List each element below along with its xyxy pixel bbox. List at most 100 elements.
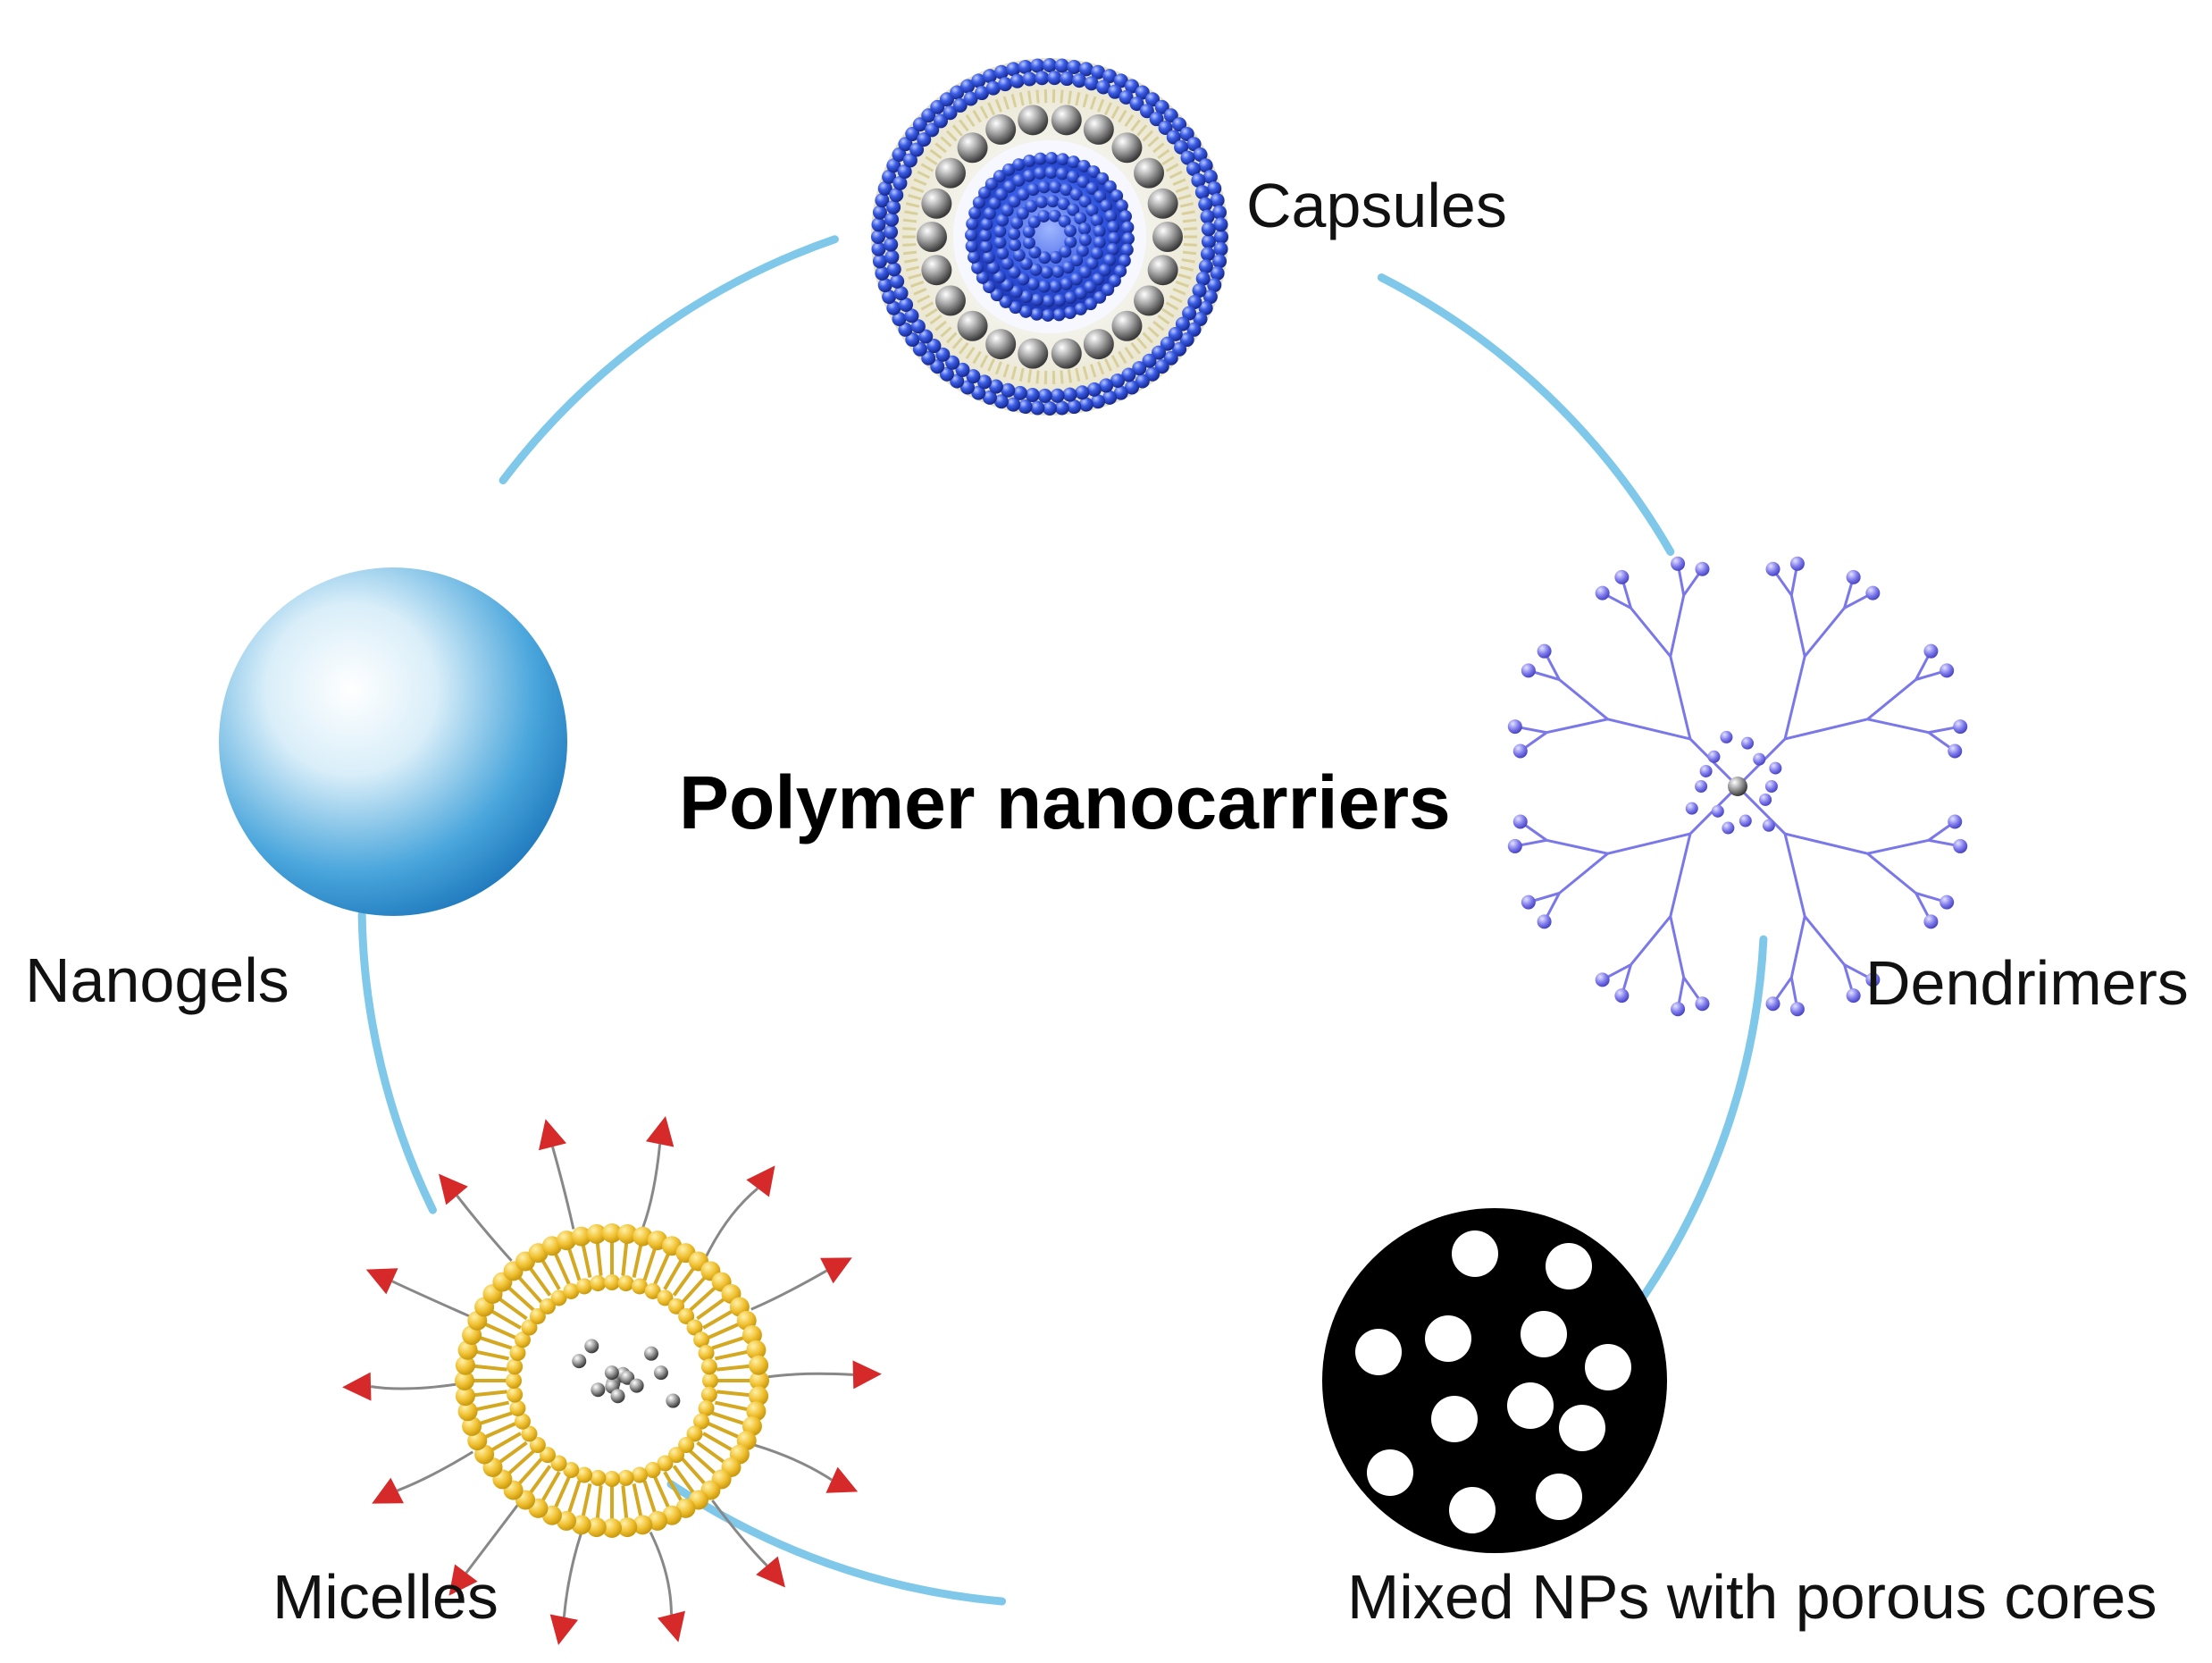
capsule-core-bead <box>1045 152 1058 164</box>
dendrimer-bond <box>1671 595 1684 656</box>
micelle-drug <box>591 1382 605 1397</box>
porous-hole <box>1585 1344 1631 1390</box>
ring-arc-0 <box>1381 278 1670 552</box>
label-dendrimers: Dendrimers <box>1865 952 2189 1014</box>
capsule-outer-bead <box>998 77 1012 91</box>
micelle-drug <box>630 1379 644 1393</box>
capsule-core-bead <box>1050 251 1062 264</box>
capsule-core-bead <box>1052 308 1065 321</box>
micelle-tether <box>751 1271 827 1309</box>
dendrimer-bead <box>1865 586 1880 601</box>
dendrimer-bond <box>1791 916 1805 977</box>
micelle-tether <box>457 1196 512 1261</box>
dendrimer-bead <box>1953 719 1967 734</box>
capsule-core-bead <box>971 262 984 274</box>
micelle-arrow-head <box>550 1614 578 1645</box>
micelle-tail <box>715 1403 750 1410</box>
dendrimer-bond <box>1805 916 1844 964</box>
capsule-core-bead <box>1079 233 1092 246</box>
capsule-outer-bead <box>1072 73 1086 88</box>
micelle-arrow-head <box>746 1165 775 1197</box>
dendrimer-bead <box>1700 765 1713 777</box>
capsule-outer-bead <box>1022 71 1036 86</box>
micelle-inner-head <box>701 1387 717 1403</box>
dendrimer-bead <box>1753 753 1765 766</box>
micelle-inner-head <box>632 1467 648 1483</box>
capsule-core-bead <box>1122 232 1135 245</box>
micelle-tail <box>483 1323 516 1338</box>
micelle-tail <box>634 1242 641 1277</box>
capsule-gray-bead <box>1148 189 1178 219</box>
dendrimer-bead <box>1766 996 1780 1011</box>
capsule-gray-bead <box>1134 158 1164 189</box>
capsule-core-bead <box>1034 167 1046 180</box>
micelle-tether <box>643 1144 660 1227</box>
capsule-gray-bead <box>1084 114 1114 145</box>
dendrimer-bead <box>1948 743 1962 758</box>
porous-hole <box>1452 1230 1498 1277</box>
capsule-core-bead <box>979 229 992 241</box>
capsule-core-bead <box>1049 181 1061 193</box>
capsule-core-bead <box>1057 153 1069 165</box>
dendrimer-bead <box>1614 570 1629 584</box>
dendrimer-bead <box>1695 996 1709 1011</box>
capsule-core-bead <box>1121 244 1134 256</box>
micelle-inner-head <box>507 1358 523 1374</box>
dendrimer-bead <box>1521 895 1536 910</box>
capsule-core-bead <box>966 217 978 230</box>
micelle-tether <box>650 1533 671 1615</box>
capsule-core-bead <box>1031 294 1043 307</box>
capsule-tail <box>1183 220 1196 222</box>
dendrimer-bond <box>1546 719 1607 733</box>
diagram-title: Polymer nanocarriers <box>679 765 1451 840</box>
dendrimer-bead <box>1790 557 1805 571</box>
dendrimer-bead <box>1765 780 1778 793</box>
micelle-arrow-head <box>756 1557 785 1588</box>
capsule-outer-bead <box>1055 58 1069 72</box>
dendrimer-bead <box>1847 570 1861 584</box>
dendrimer-bond <box>1559 853 1607 893</box>
dendrimer-bead <box>1614 988 1629 1003</box>
dendrimer-bead <box>1708 751 1721 763</box>
micelle-tether <box>564 1534 581 1617</box>
capsule-outer-bead <box>871 217 885 231</box>
dendrimer-bond <box>1631 608 1671 656</box>
capsule-core-bead <box>1037 210 1050 223</box>
ring-arc-2 <box>671 1484 1002 1601</box>
nanogel-sphere <box>219 567 567 916</box>
dendrimer-bond <box>1546 840 1607 853</box>
capsule-outer-bead <box>884 250 899 265</box>
capsule-core-bead <box>968 251 980 264</box>
capsule-core-bead <box>1041 266 1053 279</box>
capsule-core-bead <box>1049 281 1061 293</box>
micelle-tether <box>754 1445 832 1480</box>
dendrimer-bead <box>1739 815 1752 827</box>
capsule-core-bead <box>1023 170 1035 182</box>
micelle-tail <box>582 1242 590 1277</box>
micelle-tail <box>483 1424 516 1438</box>
dendrimer-bond <box>1608 719 1690 739</box>
micelle-tail <box>644 1247 655 1281</box>
capsule-gray-bead <box>1148 255 1178 285</box>
micelle-tail <box>555 1252 569 1285</box>
dendrimer-bead <box>1759 794 1772 806</box>
capsule-core-bead <box>980 240 993 253</box>
micelle-tether <box>553 1146 574 1229</box>
capsule-core-bead <box>1045 166 1058 179</box>
micelle-drug <box>666 1394 680 1408</box>
capsule-outer-bead <box>886 200 901 214</box>
dendrimer-bead <box>1712 805 1724 818</box>
micelle-tail <box>655 1252 669 1285</box>
capsule-core-bead <box>1093 225 1106 238</box>
micelle-tail <box>623 1240 626 1276</box>
micelle-tail <box>715 1351 750 1358</box>
dendrimer-bead <box>1513 743 1528 758</box>
capsule-core-bead <box>1046 195 1059 207</box>
dendrimer-bead <box>1948 815 1962 829</box>
dendrimer-bead <box>1671 1002 1685 1016</box>
capsule-core-bead <box>966 239 978 252</box>
capsule-core-bead <box>1042 295 1054 307</box>
capsule-outer-bead <box>1087 382 1102 397</box>
micelle-inner-head <box>618 1470 634 1486</box>
